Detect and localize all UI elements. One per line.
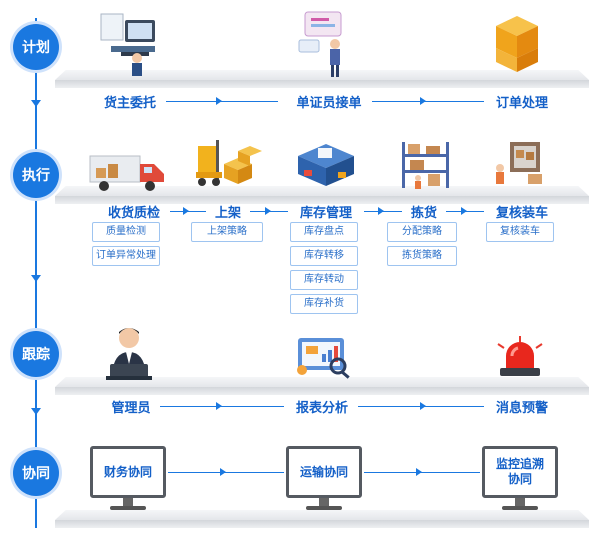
monitor-jiankong: 监控追溯协同 [482,446,558,510]
stage-execute: 执行 [13,152,59,198]
tag-kucun-zhuandong: 库存转动 [290,270,358,290]
spine-arrow-3 [31,408,41,415]
manager-laptop-icon [106,328,152,380]
stage-collaborate: 协同 [13,450,59,496]
tag-fenpei-celue: 分配策略 [387,222,457,242]
loading-dock-icon [496,142,542,184]
tag-kucun-pandian: 库存盘点 [290,222,358,242]
node-fuhe-zhuangche: 复核装车 [495,206,548,221]
delivery-truck-icon [89,155,164,191]
monitor-yunshu: 运输协同 [286,446,362,510]
tag-kucun-zhuanyi: 库存转移 [290,246,358,266]
monitor-jiankong-label: 监控追溯协同 [482,446,558,498]
flow-arrow-exec-3 [378,207,384,215]
stage-track: 跟踪 [13,331,59,377]
monitor-yunshu-label: 运输协同 [286,446,362,498]
flow-line-plan-1 [166,101,278,102]
node-danzheng-jiedan: 单证员接单 [296,96,362,111]
node-kucun-guanli: 库存管理 [299,206,352,221]
warehouse-icon [298,144,354,186]
stage-plan: 计划 [13,24,59,70]
flow-arrow-track-2 [420,402,426,410]
alarm-siren-icon [497,336,543,376]
flow-line-collab-2 [364,472,480,473]
report-dashboard-icon [297,338,350,379]
clerk-screen-icon [298,11,342,77]
flow-arrow-plan-2 [420,97,426,105]
tag-fuhe-zhuangche: 复核装车 [486,222,554,242]
platform-track [55,377,589,399]
node-huozhu-weituo: 货主委托 [103,96,156,111]
flow-line-collab-1 [168,472,284,473]
flow-arrow-plan-1 [216,97,222,105]
timeline-spine [35,18,37,528]
tag-dingdan-yichang: 订单异常处理 [92,246,160,266]
flow-arrow-exec-2 [265,207,271,215]
flow-arrow-collab-1 [220,468,226,476]
shelf-worker-icon [402,142,449,189]
tag-shangjia-celue: 上架策略 [191,222,263,242]
flow-line-plan-2 [372,101,484,102]
forklift-icon [196,140,262,186]
computer-desk-icon [100,13,155,76]
flow-line-track-1 [160,406,284,407]
node-xiaoxi-yujing: 消息预警 [495,401,548,416]
flow-arrow-exec-4 [461,207,467,215]
platform-execute [55,186,589,208]
flow-arrow-exec-1 [183,207,189,215]
platform-collaborate [55,510,589,532]
node-guanliyuan: 管理员 [111,401,151,416]
tag-zhiliang-jiance: 质量检测 [92,222,160,242]
monitor-caiwu-label: 财务协同 [90,446,166,498]
node-dingdan-chuli: 订单处理 [495,96,548,111]
platform-plan [55,70,589,92]
node-shangjia: 上架 [214,206,241,221]
cube-stack-icon [496,16,538,72]
spine-arrow-2 [31,275,41,282]
flow-arrow-track-1 [216,402,222,410]
node-jianhuo: 拣货 [410,206,437,221]
node-shouhuo-zhijian: 收货质检 [107,206,160,221]
tag-jianhuo-celue: 拣货策略 [387,246,457,266]
node-baobiao-fenxi: 报表分析 [295,401,348,416]
monitor-caiwu: 财务协同 [90,446,166,510]
spine-arrow-1 [31,100,41,107]
flow-arrow-collab-2 [416,468,422,476]
tag-kucun-buhuo: 库存补货 [290,294,358,314]
